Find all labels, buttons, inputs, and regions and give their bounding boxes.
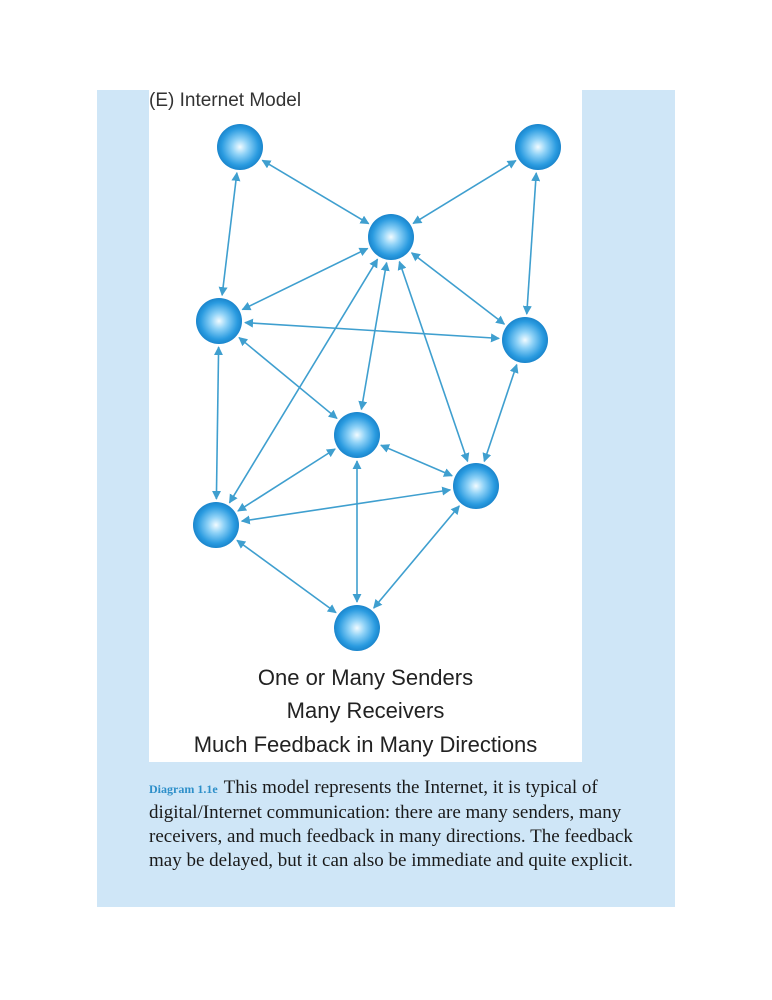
- edge-n3-n5: [410, 252, 506, 325]
- edge-n3-n6: [358, 261, 390, 411]
- caption-label: Diagram 1.1e: [149, 782, 218, 796]
- edge-n3-n7: [397, 260, 470, 463]
- network-diagram: [193, 124, 561, 651]
- edge-n7-n8: [240, 486, 452, 525]
- caption-text: This model represents the Internet, it i…: [149, 777, 633, 871]
- node-n4: [196, 298, 242, 344]
- edge-n4-n5: [244, 318, 500, 343]
- edge-n2-n3: [412, 159, 517, 225]
- node-n6: [334, 412, 380, 458]
- edge-n3-n4: [241, 247, 369, 311]
- node-n3: [368, 214, 414, 260]
- edge-n5-n7: [482, 363, 519, 463]
- node-n9: [334, 605, 380, 651]
- node-n8: [193, 502, 239, 548]
- figure-title: (E) Internet Model: [149, 90, 302, 111]
- node-n1: [217, 124, 263, 170]
- edge-n6-n7: [380, 444, 453, 477]
- node-n2: [515, 124, 561, 170]
- edge-n4-n6: [238, 336, 338, 420]
- summary-senders: One or Many Senders: [257, 665, 474, 690]
- edge-n1-n3: [261, 159, 370, 225]
- edge-n8-n9: [236, 539, 337, 614]
- summary-feedback: Much Feedback in Many Directions: [193, 732, 538, 757]
- edge-n1-n4: [218, 171, 241, 297]
- node-n5: [502, 317, 548, 363]
- edge-n7-n9: [373, 505, 460, 609]
- edge-n3-n8: [228, 258, 379, 504]
- edge-n6-n8: [237, 448, 336, 512]
- node-n7: [453, 463, 499, 509]
- edge-n2-n5: [522, 172, 541, 315]
- edge-n4-n8: [212, 346, 223, 500]
- summary-receivers: Many Receivers: [286, 698, 445, 723]
- internet-model-figure: (E) Internet Model One or Many Senders M…: [149, 90, 582, 762]
